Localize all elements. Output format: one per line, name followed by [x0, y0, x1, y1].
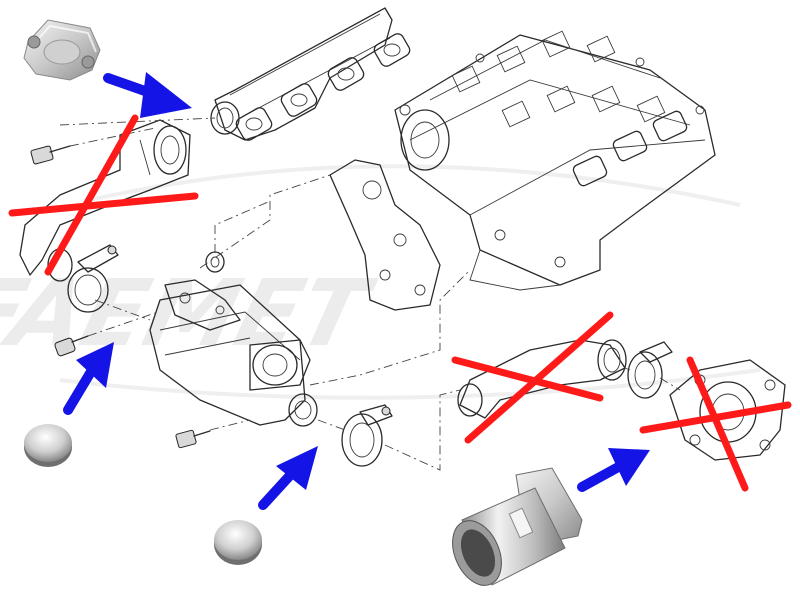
egr-cooler: [149, 279, 318, 427]
bolt-middle-left: [54, 335, 89, 357]
hose-clamp-bottom: [341, 404, 393, 467]
replacement-pipe-photo: [452, 467, 583, 586]
expansion-plug-photo-bottom: [214, 520, 262, 565]
red-cross-icon-egr-pipe: [8, 114, 199, 276]
blue-arrow-icon-plug-left: [63, 342, 114, 415]
bolt-top-left: [30, 145, 71, 165]
hose-clamp-right: [627, 341, 673, 399]
exhaust-manifold: [210, 7, 411, 141]
blue-arrow-icon-pipe: [577, 448, 650, 492]
hose-clamp-left: [67, 244, 119, 313]
mounting-bracket: [329, 159, 441, 311]
red-cross-icon-coolant-pipe: [451, 311, 614, 444]
blue-arrow-icon-plate: [103, 72, 192, 118]
red-cross-icon-egr-valve: [639, 356, 792, 492]
blue-arrow-icon-plug-bottom: [258, 446, 318, 510]
cylinder-head: [394, 30, 716, 291]
egr-blanking-plate-photo: [23, 19, 101, 81]
bolt-bottom: [175, 429, 211, 449]
expansion-plug-photo-left: [24, 424, 72, 467]
assembly-lines: [59, 117, 681, 471]
